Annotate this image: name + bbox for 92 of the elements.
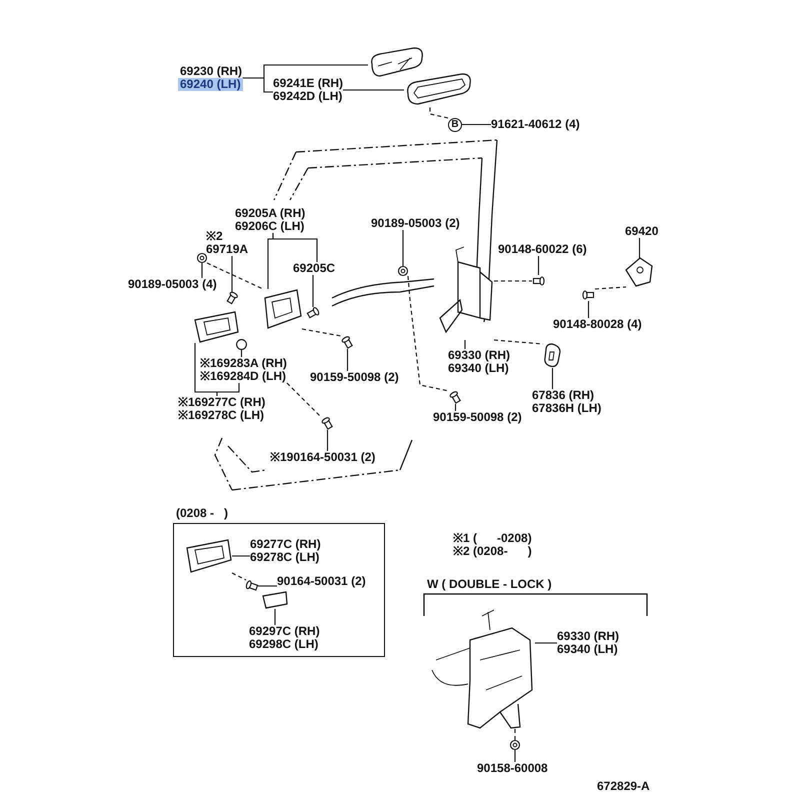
leader-line	[242, 64, 368, 79]
leader-line	[232, 555, 250, 557]
footnote: ※1 ( -0208)	[453, 532, 532, 545]
grommet-icon	[543, 344, 562, 368]
leader-line	[312, 275, 314, 307]
part-number: ※169277C (RH)	[178, 396, 266, 409]
leader-line	[552, 368, 554, 389]
box-heading: (0208 - )	[176, 507, 228, 520]
leader-line	[514, 750, 516, 762]
part-number: 69297C (RH)	[249, 625, 320, 638]
leader-line	[588, 301, 590, 318]
part-number: 69205A (RH)	[235, 207, 306, 220]
part-number: 69205C	[293, 262, 336, 275]
part-number: 69340 (LH)	[557, 643, 618, 656]
leader-line	[402, 230, 404, 266]
alignment-line	[232, 572, 246, 580]
leader-line	[201, 263, 203, 278]
leader-line	[272, 233, 318, 262]
cap-icon	[262, 591, 288, 609]
alignment-line	[494, 280, 532, 282]
part-number: 69242D (LH)	[273, 90, 342, 103]
screw-icon	[246, 580, 258, 592]
part-number: ※2	[206, 230, 223, 243]
part-number: ※169284D (LH)	[200, 370, 286, 383]
striker-drawing	[626, 258, 653, 287]
alignment-line	[286, 382, 322, 418]
clip-icon	[398, 266, 408, 276]
part-number: ※169283A (RH)	[200, 357, 287, 370]
handle-bezel-drawing	[404, 74, 472, 106]
part-number: 69278C (LH)	[250, 551, 320, 564]
screw-icon	[321, 417, 334, 430]
part-number: 69330 (RH)	[557, 630, 620, 643]
screw-icon	[341, 336, 354, 349]
alignment-line	[594, 286, 626, 290]
part-number: 69230 (RH)	[180, 65, 242, 78]
part-number: ※169278C (LH)	[178, 409, 264, 422]
leader-line	[343, 89, 404, 91]
part-number: 69240 (LH)	[178, 78, 243, 91]
leader-line	[258, 585, 277, 587]
part-number: 69298C (LH)	[249, 638, 318, 651]
screw-icon	[449, 391, 462, 404]
nut-icon	[510, 740, 520, 750]
part-number: 90159-50098 (2)	[310, 371, 399, 384]
bolt-icon	[582, 289, 595, 301]
part-number: 69340 (LH)	[448, 362, 509, 375]
section-heading: W ( DOUBLE - LOCK )	[427, 578, 552, 591]
part-number: 69330 (RH)	[448, 349, 510, 362]
part-number: 69719A	[206, 243, 248, 256]
screw-icon	[307, 307, 319, 319]
part-number: 90189-05003 (4)	[128, 278, 217, 291]
circle-label: B	[448, 118, 462, 132]
alignment-line	[206, 262, 264, 290]
leader-line	[346, 349, 348, 371]
alignment-line	[407, 276, 450, 392]
leader-line	[462, 124, 491, 126]
cap-icon	[236, 339, 247, 350]
part-number: 69206C (LH)	[235, 220, 304, 233]
leader-line	[454, 404, 456, 411]
leader-line	[535, 642, 557, 644]
part-number: ※190164-50031 (2)	[270, 451, 376, 464]
inside-handle-drawing	[263, 289, 302, 329]
leader-line	[538, 256, 540, 275]
nut-icon	[197, 253, 207, 263]
part-number: 69420	[625, 225, 658, 238]
alignment-line	[429, 106, 448, 119]
footnote: ※2 (0208- )	[453, 545, 532, 558]
door-lock-drawing	[430, 607, 535, 729]
handle-bezel-drawing	[186, 539, 232, 573]
part-number: 90148-80028 (4)	[553, 318, 642, 331]
part-number: 91621-40612 (4)	[491, 118, 580, 131]
leader-line	[240, 350, 242, 357]
leader-line	[464, 340, 466, 349]
leader-line	[216, 383, 240, 396]
part-number: 90159-50098 (2)	[433, 411, 522, 424]
alignment-line	[302, 328, 342, 337]
screw-icon	[226, 292, 238, 304]
leader-line	[638, 238, 640, 258]
part-number: 67836 (RH)	[532, 389, 594, 402]
part-number: 69241E (RH)	[273, 77, 344, 90]
part-number: 69277C (RH)	[250, 538, 321, 551]
part-number: 90189-05003 (2)	[371, 217, 460, 230]
part-number: 90158-60008	[477, 762, 548, 775]
diagram-number: 672829-A	[597, 780, 650, 793]
part-number: 67836H (LH)	[532, 402, 602, 415]
leader-line	[231, 256, 233, 292]
part-number: 90164-50031 (2)	[277, 575, 366, 588]
bolt-icon	[532, 275, 545, 287]
leader-line	[274, 609, 276, 625]
part-number: 90148-60022 (6)	[498, 243, 587, 256]
leader-line	[326, 430, 328, 451]
alignment-line	[514, 729, 516, 740]
handle-bezel-drawing	[194, 311, 239, 343]
